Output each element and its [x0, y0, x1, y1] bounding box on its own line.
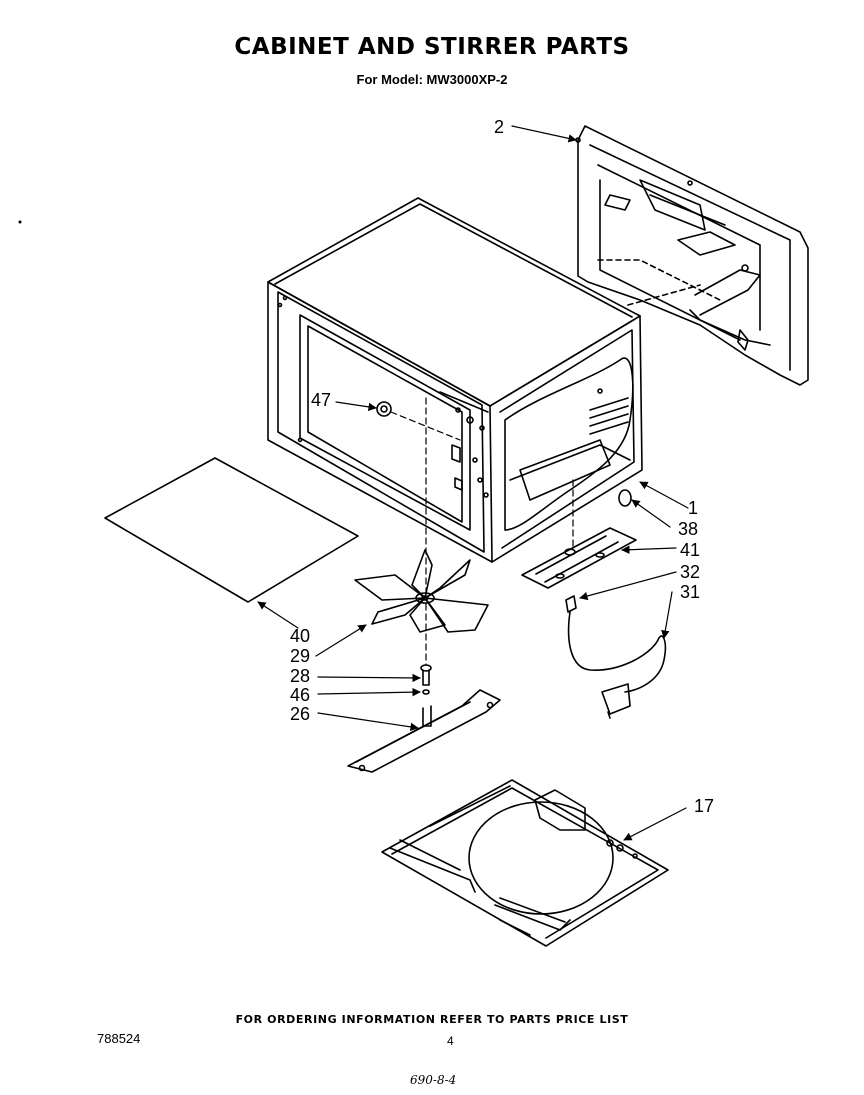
- handwritten-note: 690-8-4: [410, 1073, 457, 1087]
- stray-mark: [18, 220, 22, 224]
- callout-29: 29: [290, 646, 310, 666]
- callout-38: 38: [678, 519, 698, 539]
- assembly-lines: [390, 397, 574, 666]
- document-number: 788524: [97, 1031, 141, 1046]
- callout-31: 31: [680, 582, 700, 602]
- callout-40: 40: [290, 626, 310, 646]
- callout-17: 17: [694, 796, 714, 816]
- callout-2: 2: [494, 117, 504, 137]
- part-17-base: [381, 779, 669, 947]
- part-28-screw: [420, 664, 432, 686]
- part-41-plate: [521, 527, 637, 589]
- part-31-cord: [565, 595, 667, 719]
- callout-41: 41: [680, 540, 700, 560]
- leader-lines: [257, 125, 689, 841]
- ordering-note: FOR ORDERING INFORMATION REFER TO PARTS …: [235, 1013, 629, 1026]
- part-29-stirrer-fan: [354, 549, 489, 633]
- callout-46: 46: [290, 685, 310, 705]
- part-46-washer: [422, 689, 430, 695]
- callout-47: 47: [311, 390, 331, 410]
- page-title: CABINET AND STIRRER PARTS: [234, 34, 630, 60]
- part-40-sheet: [104, 457, 359, 603]
- callout-26: 26: [290, 704, 310, 724]
- part-1-cabinet: [267, 197, 643, 563]
- callout-32: 32: [680, 562, 700, 582]
- part-2-rear-panel: [575, 125, 809, 386]
- callout-1: 1: [688, 498, 698, 518]
- page-number: 4: [447, 1034, 454, 1048]
- callout-labels: 2 47 1 38 41 32 31 40 29 28 46 26 17: [290, 117, 714, 816]
- callout-28: 28: [290, 666, 310, 686]
- part-26-bracket: [347, 689, 501, 773]
- model-subtitle: For Model: MW3000XP-2: [356, 72, 508, 87]
